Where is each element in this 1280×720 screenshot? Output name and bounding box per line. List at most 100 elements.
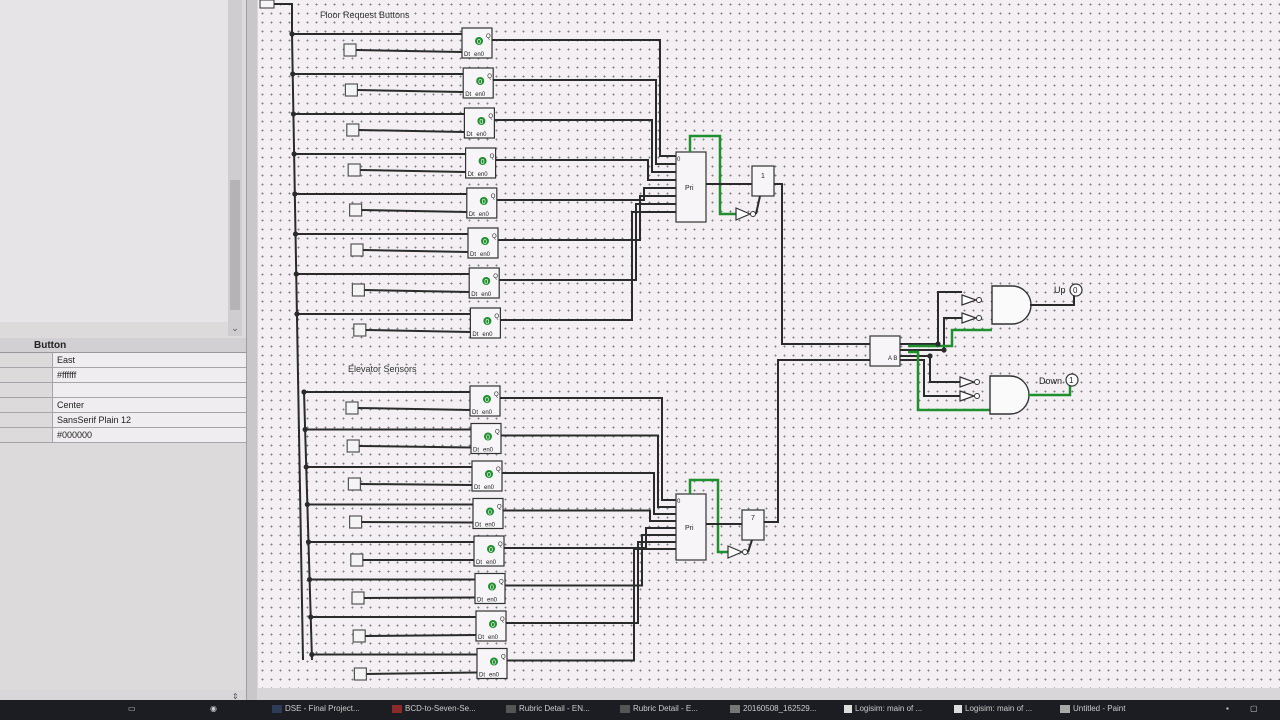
wire [505,534,676,587]
wire [362,249,469,253]
push-button[interactable] [353,323,367,337]
register-value-led [487,545,495,553]
wire [504,527,676,549]
floor-register-top [751,165,775,197]
wire [364,289,470,293]
wire [503,509,676,522]
wire [499,203,676,281]
window-icon [506,704,516,713]
wire [360,169,466,173]
wire [494,119,676,173]
notification-icon[interactable]: ▢ [1250,704,1258,713]
enable-wire [688,134,736,216]
up-output-label: Up [1054,285,1066,295]
tree-scroll-thumb[interactable] [230,180,240,310]
tray-icon[interactable]: ▪ [1226,704,1229,713]
register-q-label: Q [487,74,492,80]
attribute-row[interactable]: SansSerif Plain 12 [0,412,246,428]
register-enable-label: en0 [480,252,491,258]
taskbar-item[interactable]: DSE - Final Project... [272,700,382,720]
register-enable-label: en0 [487,598,498,604]
push-button[interactable] [344,83,359,97]
push-button[interactable] [346,439,360,453]
attribute-row[interactable]: East [0,352,246,368]
wire [506,541,676,624]
pane-splitter[interactable] [246,0,257,700]
task-view-icon[interactable]: ▭ [128,704,136,713]
wire [361,209,467,213]
push-button[interactable] [350,553,364,567]
wire-junction [305,539,312,545]
attribute-row[interactable]: #000000 [0,427,246,443]
taskbar-item[interactable]: 20160508_162529... [730,700,836,720]
wire [366,671,478,675]
chevron-down-icon[interactable]: ⌄ [231,323,239,333]
push-button[interactable] [348,515,363,529]
register-clock-label: Dt [472,332,478,338]
attribute-row[interactable]: #ffffff [0,367,246,383]
attribute-value[interactable]: #ffffff [52,367,246,383]
taskbar-item[interactable]: Untitled - Paint [1060,700,1160,720]
not-gate-bubble [974,393,980,399]
status-wire [908,328,992,348]
taskbar-item[interactable]: Logisim: main of ... [954,700,1054,720]
push-button[interactable] [351,283,366,297]
register-value: 0 [487,472,491,479]
taskbar-item[interactable]: BCD-to-Seven-Se... [392,700,502,720]
attribute-value[interactable]: #000000 [52,427,246,443]
tree-scrollbar[interactable]: ⌄ [228,0,242,336]
push-button[interactable] [352,629,366,643]
register-q-label: Q [496,467,501,473]
taskbar-item[interactable]: Logisim: main of ... [844,700,948,720]
push-button[interactable] [347,477,362,491]
register-clock-label: Dt [478,635,484,641]
push-button[interactable] [348,203,363,217]
register-q-label: Q [488,114,493,120]
register-value-led [483,317,492,325]
explorer-tree[interactable] [0,0,228,322]
taskbar: ▭ ◉ DSE - Final Project... BCD-to-Seven-… [0,700,1280,720]
taskbar-item[interactable]: Rubric Detail - E... [620,700,720,720]
wire-junction [935,341,941,347]
register-q-label: Q [495,430,500,436]
push-button[interactable] [346,123,360,137]
register-value-led [488,582,496,591]
push-button[interactable] [347,163,361,177]
register-q-label: Q [499,580,504,586]
push-button[interactable] [345,401,359,415]
push-button[interactable] [343,43,357,57]
push-button[interactable] [351,591,365,605]
attribute-value[interactable] [52,382,246,398]
bus-wire [291,33,304,661]
wire [359,445,472,449]
push-button[interactable] [353,667,368,681]
attribute-value[interactable]: East [52,352,246,368]
register-q-label: Q [494,392,499,398]
scroll-corner-icon[interactable]: ⇕ [232,692,239,701]
register-clock-label: Dt [471,292,477,298]
attribute-value[interactable]: SansSerif Plain 12 [52,412,246,428]
not-gate [959,376,976,388]
attribute-row[interactable]: Center [0,397,246,413]
wire-junction [303,464,309,470]
wire [900,359,960,397]
register-clock-label: Dt [479,673,485,679]
and-gate-down [989,375,1030,415]
push-button[interactable] [350,243,364,257]
register-value: 0 [492,660,496,667]
browser-icon[interactable]: ◉ [210,704,217,713]
wire [774,183,870,345]
attribute-table: Button East #ffffff Center SansSerif Pla… [0,338,246,443]
attribute-value[interactable]: Center [52,397,246,413]
attribute-row[interactable] [0,382,246,398]
taskbar-item[interactable]: Rubric Detail - EN... [506,700,616,720]
register-value: 0 [483,239,487,246]
register-q-label: Q [498,542,503,548]
down-output-pin [1065,373,1079,387]
